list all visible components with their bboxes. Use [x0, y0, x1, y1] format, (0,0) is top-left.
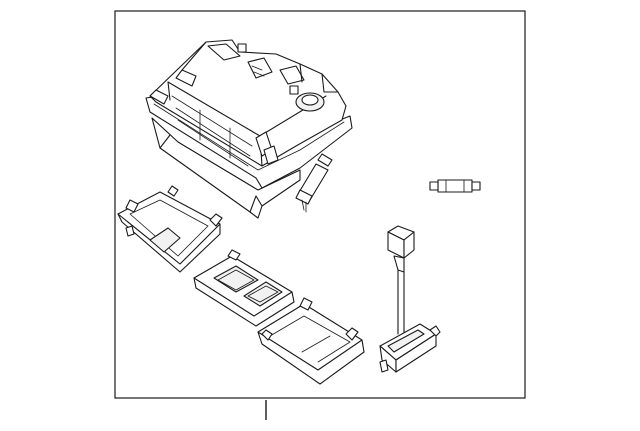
sunglass-holder-frame: [193, 249, 295, 327]
wiring-harness-with-connector: [379, 225, 441, 373]
lens-cover-left: [117, 185, 223, 273]
overhead-console-housing: [145, 39, 353, 219]
bulb-left: [295, 153, 333, 213]
bulb-right: [429, 179, 481, 193]
storage-door: [257, 297, 365, 385]
